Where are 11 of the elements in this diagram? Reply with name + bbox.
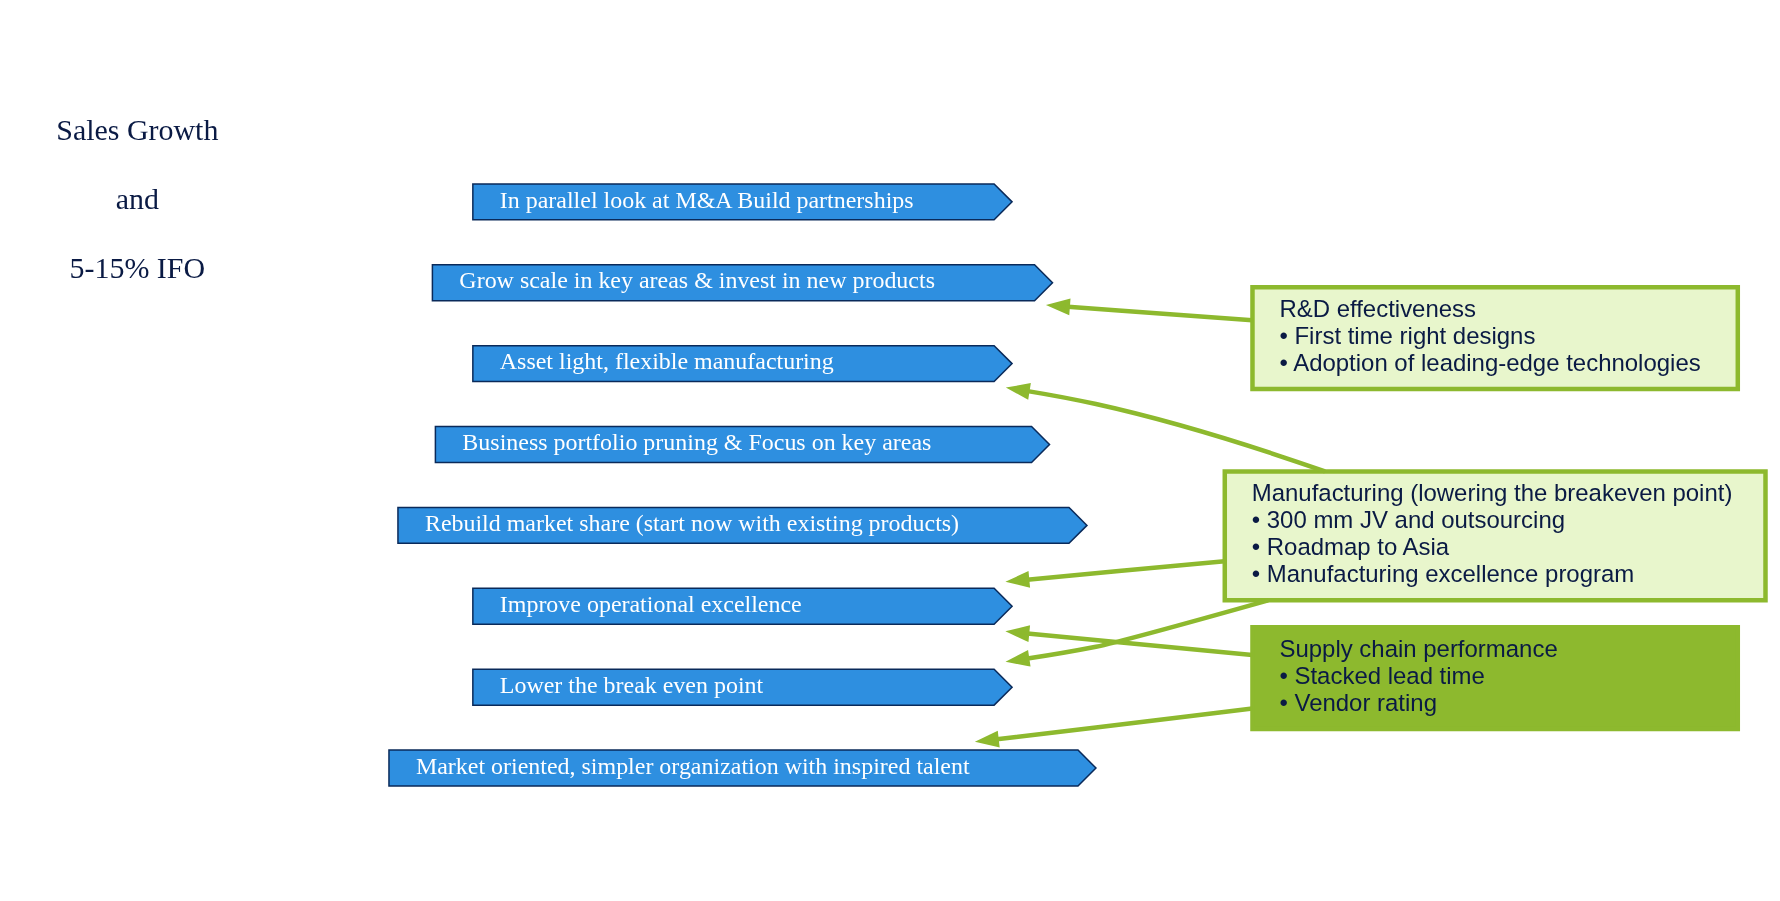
label: 5-15% IFO [69, 251, 206, 285]
arrow [974, 706, 1253, 748]
arrow [1005, 383, 1326, 474]
node-box: Supply chain performance • Stacked lead time • Vendor rating [1250, 625, 1741, 732]
label: and [115, 182, 159, 216]
node-box: Manufacturing (lowering the breakeven point) • 300 mm JV and outsourcing • Roadmap to Asia • Manufacturing excellence program [1222, 469, 1768, 603]
label: Sales Growth [56, 113, 219, 147]
arrow [1005, 625, 1253, 658]
arrow [1045, 298, 1253, 323]
arrow [1005, 558, 1225, 588]
node-box: R&D effectiveness • First time right designs • Adoption of leading-edge technologies [1250, 285, 1741, 392]
